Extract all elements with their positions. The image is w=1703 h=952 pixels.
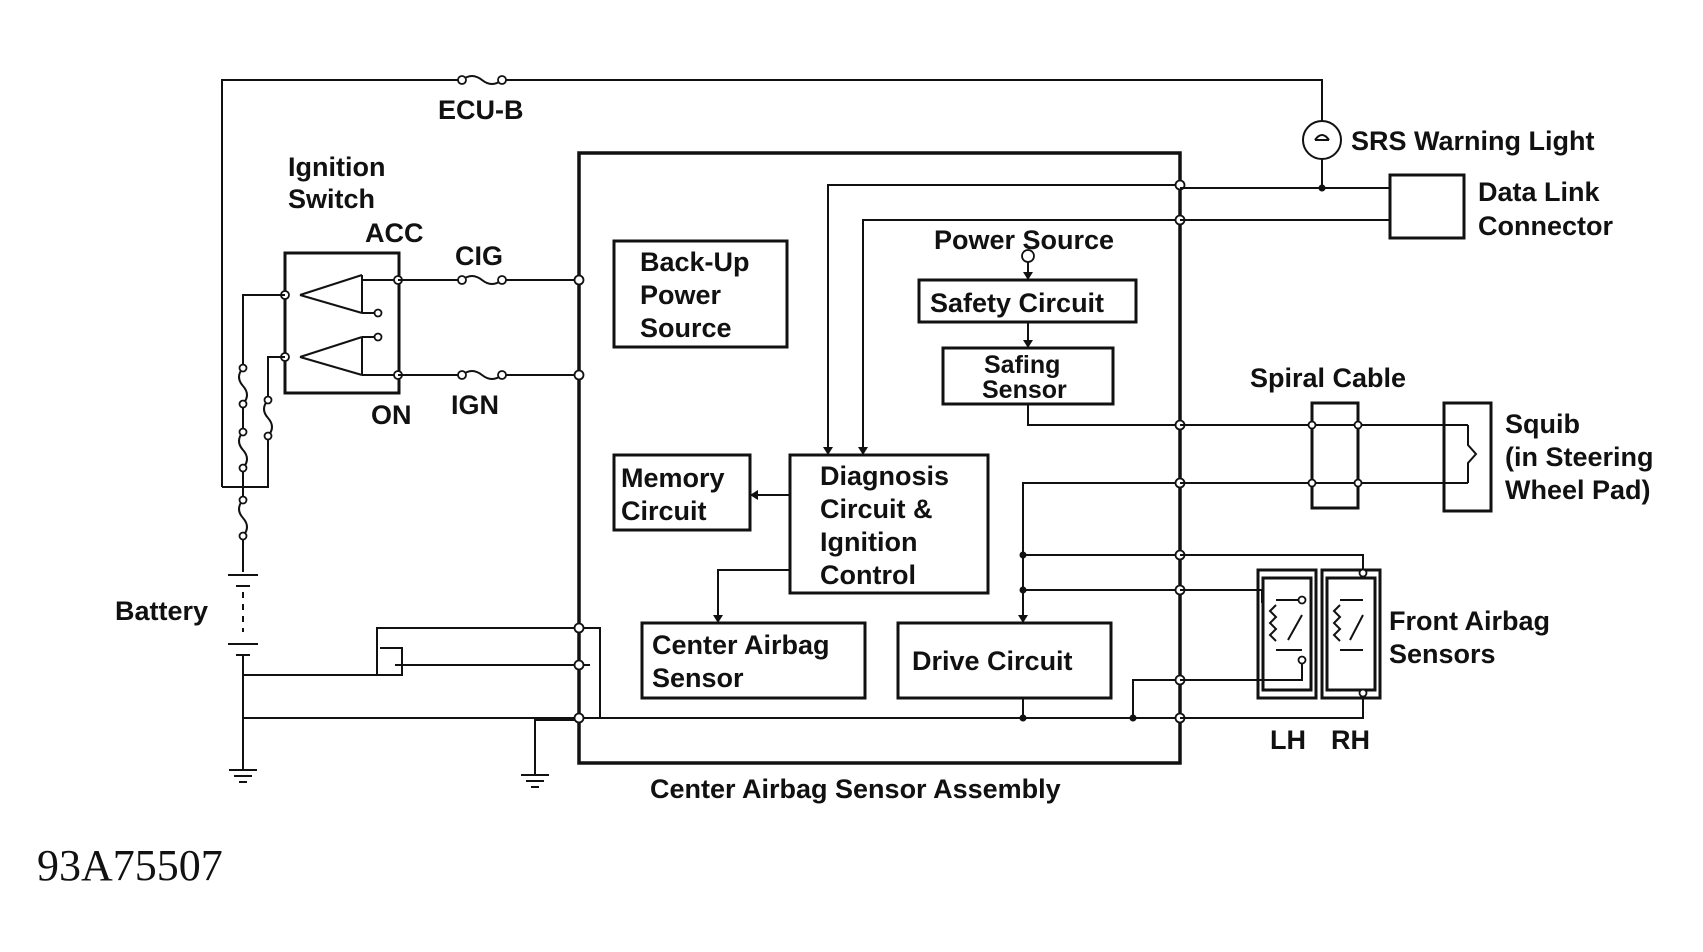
- acc-label: ACC: [365, 218, 424, 248]
- diagnosis-label-3: Ignition: [820, 527, 917, 557]
- backup-power-label-2: Power: [640, 280, 722, 310]
- ign-fuse-label: IGN: [451, 390, 499, 420]
- center-airbag-sensor-assembly-box: [577, 151, 1182, 765]
- center-airbag-sensor-label-1: Center Airbag: [652, 630, 830, 660]
- safety-circuit-label: Safety Circuit: [930, 288, 1104, 318]
- ecu-b-fuse-label: ECU-B: [438, 95, 524, 125]
- diagnosis-label-4: Control: [820, 560, 916, 590]
- squib-label-2: (in Steering: [1505, 442, 1654, 472]
- internal-wires: [713, 184, 1180, 722]
- ignition-switch-label-1: Ignition: [288, 152, 385, 182]
- cig-ign-wires: [398, 275, 579, 380]
- lh-label: LH: [1270, 725, 1306, 755]
- assembly-label: Center Airbag Sensor Assembly: [650, 774, 1061, 804]
- backup-power-label-3: Source: [640, 313, 732, 343]
- ground-icon: [229, 769, 257, 783]
- spiral-cable-label: Spiral Cable: [1250, 363, 1406, 393]
- drive-circuit-label: Drive Circuit: [912, 646, 1073, 676]
- front-airbag-sensors-icon: [1180, 554, 1382, 719]
- battery-icon: [228, 574, 258, 770]
- ecu-b-circuit-wire: [221, 75, 1323, 487]
- diagnosis-label-1: Diagnosis: [820, 461, 949, 491]
- data-link-connector-icon: [1180, 173, 1466, 240]
- squib-label-1: Squib: [1505, 409, 1580, 439]
- squib-icon: [1442, 401, 1493, 513]
- front-airbag-sensors-label-1: Front Airbag: [1389, 606, 1550, 636]
- front-airbag-sensors-label-2: Sensors: [1389, 639, 1496, 669]
- srs-warning-light-label: SRS Warning Light: [1351, 126, 1594, 156]
- safing-sensor-label-2: Sensor: [982, 376, 1067, 404]
- rh-label: RH: [1331, 725, 1370, 755]
- data-link-connector-label-1: Data Link: [1478, 177, 1601, 207]
- ground-icon: [521, 719, 579, 788]
- memory-circuit-label-1: Memory: [621, 463, 725, 493]
- cig-fuse-label: CIG: [455, 241, 503, 271]
- spiral-cable-icon: [1180, 401, 1452, 510]
- ignition-switch-label-2: Switch: [288, 184, 375, 214]
- center-airbag-sensor-label-2: Sensor: [652, 663, 744, 693]
- srs-warning-light-icon: [1302, 120, 1342, 188]
- diagnosis-label-2: Circuit &: [820, 494, 933, 524]
- fusible-links: [222, 294, 285, 572]
- ground-wires: [243, 627, 579, 719]
- data-link-connector-label-2: Connector: [1478, 211, 1613, 241]
- squib-label-3: Wheel Pad): [1505, 475, 1651, 505]
- assembly-left-terminals: [573, 274, 1180, 724]
- on-label: ON: [371, 400, 412, 430]
- backup-power-label-1: Back-Up: [640, 247, 750, 277]
- memory-circuit-label-2: Circuit: [621, 496, 707, 526]
- figure-code: 93A75507: [37, 841, 223, 890]
- ignition-switch-icon: [280, 251, 403, 395]
- safing-sensor-label-1: Safing: [984, 351, 1060, 379]
- battery-label: Battery: [115, 596, 208, 626]
- power-source-label: Power Source: [934, 225, 1114, 255]
